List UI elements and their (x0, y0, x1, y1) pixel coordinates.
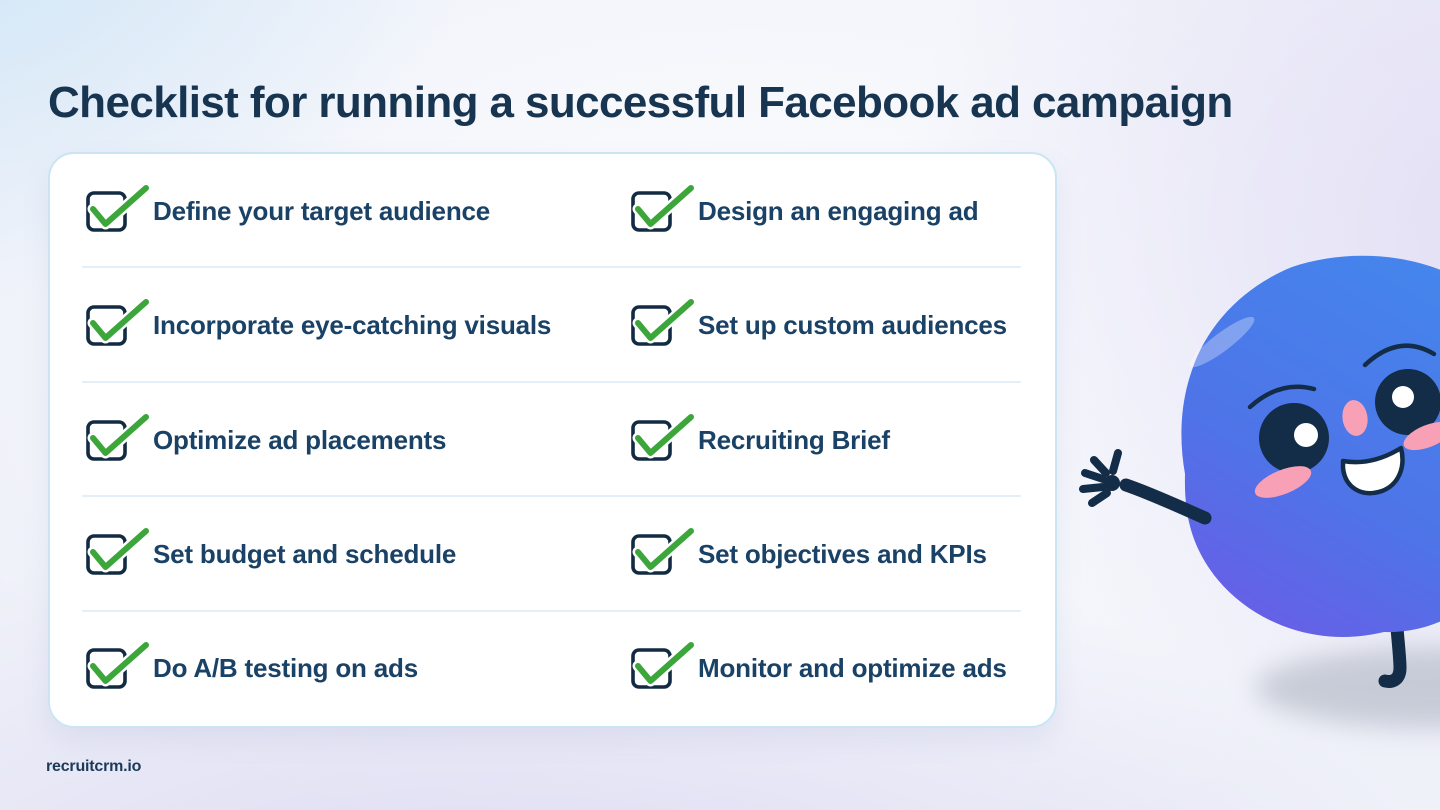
item-label: Recruiting Brief (698, 424, 890, 455)
item-label: Monitor and optimize ads (698, 653, 1007, 684)
checklist-card: Define your target audience Design an en… (48, 152, 1057, 728)
mascot-shadow (1255, 648, 1440, 728)
checkmark-icon (635, 527, 694, 570)
checkmark-icon (635, 642, 694, 685)
mascot-eyebrow-right (1362, 343, 1437, 368)
checkbox-checked-icon (86, 411, 151, 461)
checkbox-checked-icon (631, 525, 696, 575)
checkmark-icon (635, 184, 694, 227)
checklist-item: Set budget and schedule (85, 525, 630, 575)
mascot-leg (1378, 593, 1407, 688)
checkbox-checked-icon (86, 182, 151, 232)
row-divider (82, 495, 1021, 498)
mascot-eye-right-pupil (1392, 386, 1414, 408)
checklist-row: Set budget and schedule Set objectives a… (50, 497, 1055, 612)
checklist-item: Set objectives and KPIs (630, 525, 1055, 575)
mascot-blush-right (1403, 421, 1440, 451)
checklist-item: Optimize ad placements (85, 411, 630, 461)
item-label: Design an engaging ad (698, 195, 979, 226)
checkbox-checked-icon (86, 296, 151, 346)
mascot-arm (1119, 478, 1212, 525)
page-title: Checklist for running a successful Faceb… (48, 78, 1233, 128)
row-divider (82, 380, 1021, 383)
checkmark-icon (90, 184, 149, 227)
item-label: Set budget and schedule (153, 538, 457, 569)
checklist-item: Set up custom audiences (630, 296, 1055, 346)
checklist-item: Define your target audience (85, 182, 630, 232)
row-divider (82, 609, 1021, 612)
checklist-item: Recruiting Brief (630, 411, 1055, 461)
mascot-eyebrow-left (1247, 384, 1317, 410)
item-label: Incorporate eye-catching visuals (153, 310, 552, 341)
mascot-highlight (1189, 316, 1255, 368)
checklist-row: Define your target audience Design an en… (50, 154, 1055, 269)
checklist-row: Do A/B testing on ads Monitor and optimi… (50, 612, 1055, 726)
checkmark-icon (90, 527, 149, 570)
checkbox-checked-icon (631, 411, 696, 461)
checklist-item: Design an engaging ad (630, 182, 1055, 232)
mascot-mouth (1340, 445, 1405, 496)
checklist-row: Optimize ad placements Recruiting Brief (50, 383, 1055, 498)
checkmark-icon (90, 413, 149, 456)
checklist-item: Incorporate eye-catching visuals (85, 296, 630, 346)
item-label: Do A/B testing on ads (153, 653, 418, 684)
checklist-rows: Define your target audience Design an en… (50, 154, 1055, 726)
checklist-item: Do A/B testing on ads (85, 639, 630, 690)
checkbox-checked-icon (631, 296, 696, 346)
checkmark-icon (635, 413, 694, 456)
checkbox-checked-icon (631, 639, 696, 690)
checkbox-checked-icon (86, 639, 151, 690)
checkbox-checked-icon (631, 182, 696, 232)
mascot-blush-left (1254, 466, 1312, 498)
mascot-eye-left (1259, 403, 1329, 473)
mascot-eye-right (1375, 369, 1440, 435)
item-label: Set up custom audiences (698, 310, 1007, 341)
item-label: Optimize ad placements (153, 424, 447, 455)
mascot-hand (1079, 449, 1122, 507)
mascot-body (1181, 255, 1440, 637)
mascot-eye-left-pupil (1294, 423, 1318, 447)
checklist-item: Monitor and optimize ads (630, 639, 1055, 690)
checkmark-icon (635, 299, 694, 342)
item-label: Set objectives and KPIs (698, 538, 987, 569)
item-label: Define your target audience (153, 195, 491, 226)
mascot-nose (1342, 400, 1368, 436)
footer-brand: recruitcrm.io (46, 758, 142, 775)
row-divider (82, 266, 1021, 269)
checkbox-checked-icon (86, 525, 151, 575)
checkmark-icon (90, 642, 149, 685)
checklist-row: Incorporate eye-catching visuals Set up … (50, 268, 1055, 383)
checkmark-icon (90, 299, 149, 342)
